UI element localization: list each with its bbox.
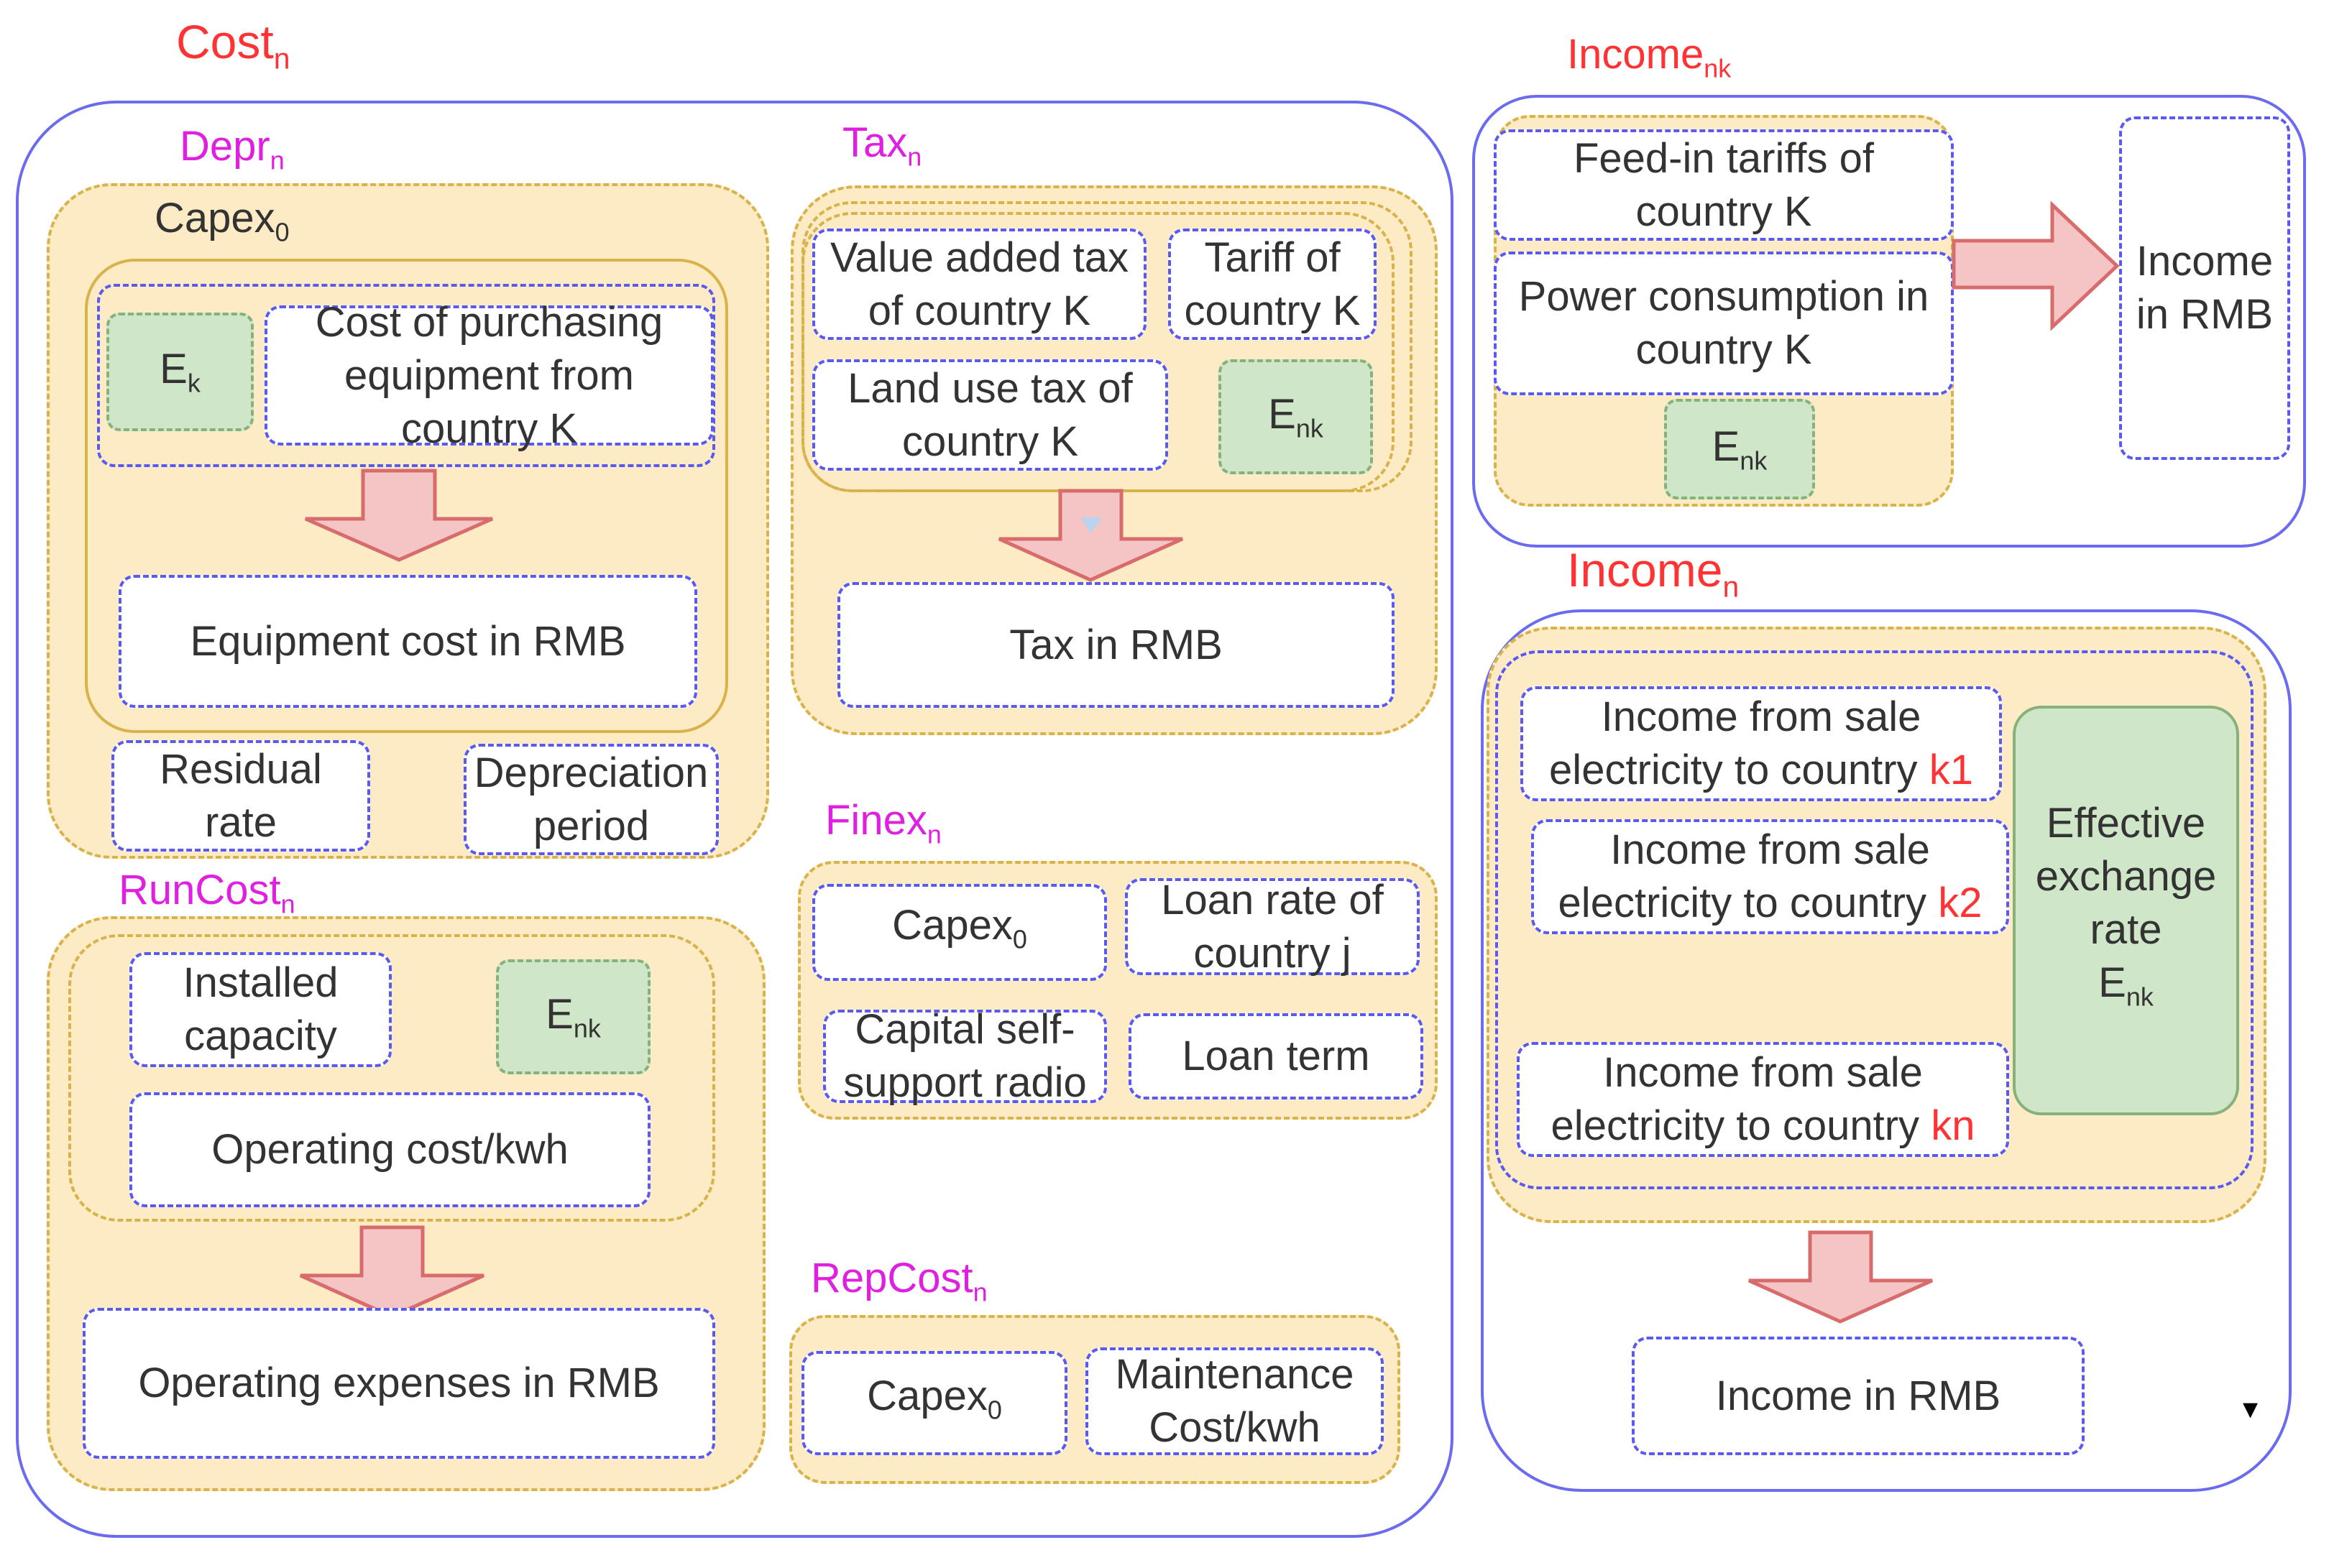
power-consumption-box: Power consumption in country K bbox=[1494, 252, 1954, 395]
sale-income-box: Income from sale electricity to country … bbox=[1531, 819, 2009, 934]
tariff-box: Tariff of country K bbox=[1168, 229, 1377, 340]
runcost-inner-group bbox=[68, 934, 715, 1222]
exchange-rate-enk: Enk bbox=[1664, 399, 1815, 499]
income-n-down-arrow bbox=[1747, 1230, 1934, 1324]
finex-capex-box: Capex0 bbox=[812, 884, 1107, 981]
feed-in-tariff-box: Feed-in tariffs of country K bbox=[1494, 129, 1954, 241]
income-nk-title: Incomenk bbox=[1567, 31, 1732, 83]
loan-rate-box: Loan rate of country j bbox=[1125, 877, 1420, 977]
depr-inputs-row bbox=[97, 284, 715, 467]
installed-capacity-box: Installed capacity bbox=[129, 952, 392, 1067]
tax-label: Taxn bbox=[842, 119, 922, 172]
residual-rate-box: Residual rate bbox=[111, 740, 370, 852]
depr-capex-label: Capex0 bbox=[155, 195, 290, 247]
maintenance-cost-box: Maintenance Cost/kwh bbox=[1085, 1347, 1384, 1455]
self-support-box: Capital self-support radio bbox=[823, 1006, 1107, 1106]
effective-exchange-rate: Effective exchange rate Enk bbox=[2013, 706, 2239, 1115]
tax-down-arrow bbox=[998, 489, 1184, 582]
purchase-cost-box: Cost of purchasing equipment from countr… bbox=[265, 299, 714, 452]
vat-box: Value added tax of country K bbox=[812, 229, 1147, 340]
finex-label: Finexn bbox=[825, 797, 942, 849]
operating-cost-box: Operating cost/kwh bbox=[129, 1092, 651, 1207]
operating-expenses-rmb: Operating expenses in RMB bbox=[83, 1308, 715, 1459]
income-n-rmb: Income in RMB bbox=[1632, 1337, 2085, 1455]
equipment-cost-rmb: Equipment cost in RMB bbox=[119, 575, 697, 708]
repcost-label: RepCostn bbox=[811, 1255, 988, 1307]
tax-rmb: Tax in RMB bbox=[837, 582, 1395, 708]
runcost-label: RunCostn bbox=[119, 867, 295, 919]
dropdown-marker-icon: ▾ bbox=[2243, 1391, 2259, 1425]
loan-term-box: Loan term bbox=[1129, 1013, 1423, 1099]
cost-title: Costn bbox=[176, 15, 290, 75]
income-n-inner-group bbox=[1495, 650, 2254, 1189]
sale-income-box: Income from sale electricity to country … bbox=[1520, 686, 2002, 801]
land-use-tax-box: Land use tax of country K bbox=[812, 359, 1168, 471]
depr-down-arrow bbox=[304, 469, 494, 562]
depreciation-period-box: Depreciation period bbox=[464, 744, 719, 855]
sale-income-box: Income from sale electricity to country … bbox=[1517, 1042, 2009, 1157]
exchange-rate-enk: Enk bbox=[1218, 359, 1373, 474]
income-nk-rmb: Income in RMB bbox=[2119, 116, 2290, 460]
depr-label: Deprn bbox=[180, 123, 285, 175]
income-nk-right-arrow bbox=[1952, 200, 2120, 331]
income-n-title: Incomen bbox=[1567, 543, 1740, 604]
exchange-rate-enk: Enk bbox=[496, 959, 651, 1074]
exchange-rate-ek: Ek bbox=[106, 313, 254, 431]
runcost-down-arrow bbox=[299, 1225, 485, 1319]
repcost-capex-box: Capex0 bbox=[801, 1351, 1067, 1455]
